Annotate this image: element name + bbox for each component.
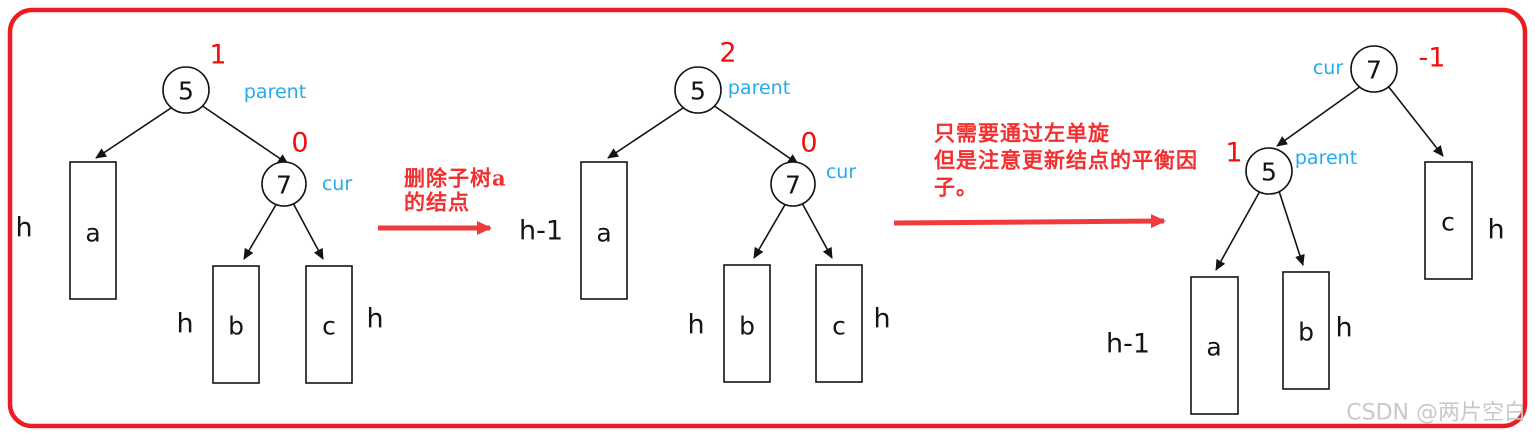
tree3-root-node-value: 7 [1366,56,1382,85]
tree2-edge-right-to-b [753,202,787,259]
tree1-height-a: h [15,213,32,244]
tree2-height-a: h-1 [519,216,563,247]
tree2-height-b: h [687,310,704,341]
tree1-subtree-b-box [212,265,260,384]
tree2-subtree-a-label: a [596,219,611,248]
tree2-height-c: h [873,304,890,335]
tree2-root-balance-factor: 2 [719,38,736,69]
tree1-edge-root-to-a [95,105,175,159]
tree3-parent-label: parent [1295,147,1357,169]
step1-group: 删除子树a 的结点 [378,166,507,235]
tree2-subtree-c-box [815,264,863,383]
tree1-subtree-a-label: a [85,219,100,248]
tree3-subtree-b-label: b [1298,318,1314,347]
tree2-root-node-circle [674,66,722,114]
tree1-edge-right-to-b [243,202,278,260]
tree1-height-c: h [366,304,383,335]
tree1-subtree-c-box [305,265,353,384]
tree2-edge-root-to-right [712,104,799,165]
tree1-height-b: h [176,309,193,340]
tree2-subtree-b-label: b [739,312,755,341]
tree3-subtree-c-label: c [1441,208,1455,237]
tree2-edge-root-to-a [607,105,687,159]
tree1-group: 1 5 parent 0 7 cur h a h b c h [15,40,384,384]
watermark-text: CSDN @两片空白 [1346,401,1526,426]
step2-caption-line1: 只需要通过左单旋 [934,121,1110,146]
tree1-right-node-value: 7 [276,171,292,200]
tree3-height-b: h [1335,313,1352,344]
tree1-right-balance-factor: 0 [291,128,308,159]
diagram-border [7,7,1528,429]
tree1-subtree-b-label: b [228,312,244,341]
tree1-edge-root-to-right [200,104,289,165]
tree3-left-balance-factor: 1 [1225,138,1242,169]
tree2-cur-label: cur [826,161,856,183]
step2-caption-line3: 子。 [934,175,978,200]
tree3-edge-root-to-c [1387,85,1444,157]
step1-caption-line1: 删除子树a [404,166,507,191]
tree1-subtree-c-label: c [322,312,336,341]
step2-arrow [893,214,1166,229]
tree1-root-node-value: 5 [178,77,194,106]
step2-caption-line2: 但是注意更新结点的平衡因 [934,148,1198,173]
tree3-left-node-value: 5 [1261,158,1277,187]
tree2-group: 2 5 parent 0 7 cur h-1 a h b c h [519,38,891,383]
tree2-root-node-value: 5 [690,77,706,106]
tree3-cur-label: cur [1313,57,1343,79]
tree2-right-balance-factor: 0 [800,128,817,159]
tree3-edge-root-to-left [1276,85,1362,147]
tree2-subtree-b-box [723,264,771,383]
tree1-edge-right-to-c [292,202,324,260]
step2-group: 只需要通过左单旋 但是注意更新结点的平衡因 子。 [893,121,1198,229]
tree3-root-node-circle [1350,45,1398,93]
tree3-edge-left-to-b [1278,190,1305,266]
tree3-left-node-circle [1245,147,1293,195]
tree1-parent-label: parent [244,81,306,103]
tree2-right-node-value: 7 [785,171,801,200]
tree3-root-balance-factor: -1 [1419,43,1446,74]
tree1-root-balance-factor: 1 [209,40,226,71]
step1-caption-line2: 的结点 [404,190,470,215]
tree2-subtree-c-label: c [832,312,846,341]
tree1-cur-label: cur [322,173,352,195]
tree3-height-c: h [1487,215,1504,246]
tree3-subtree-b-box [1282,271,1330,390]
tree2-subtree-a-box [580,161,628,300]
tree1-root-node-circle [162,66,210,114]
tree3-height-a: h-1 [1106,329,1150,360]
tree2-edge-right-to-c [801,202,833,259]
tree3-subtree-c-box [1424,161,1473,280]
tree3-subtree-a-label: a [1206,333,1221,362]
tree1-right-node-circle [261,161,307,207]
tree3-group: cur 7 -1 1 5 parent c h h-1 a b h [1106,43,1505,415]
tree3-edge-left-to-a [1215,190,1261,271]
tree2-parent-label: parent [728,77,790,99]
tree2-right-node-circle [770,161,816,207]
tree3-subtree-a-box [1190,276,1239,415]
tree1-subtree-a-box [69,161,117,300]
